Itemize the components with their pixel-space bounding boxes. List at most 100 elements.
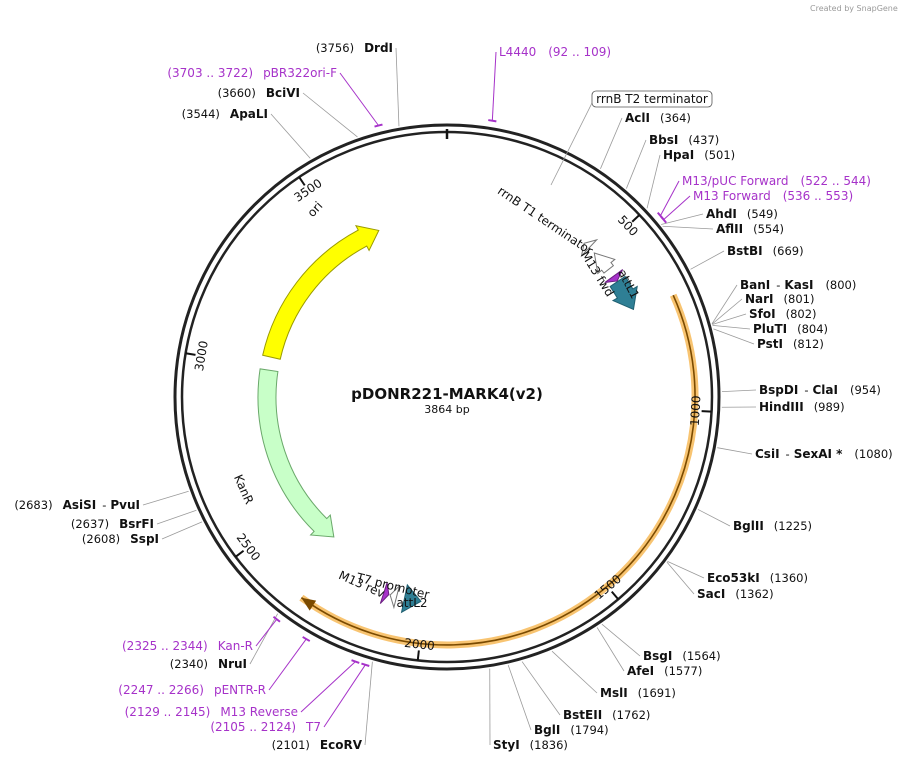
enzyme-msli: MslI(1691) (600, 686, 676, 700)
primer-mark (272, 615, 281, 623)
enzyme-bsteii: BstEII(1762) (563, 708, 650, 722)
feature-attl1 (609, 275, 638, 311)
enzyme-ecorv: (2101)EcoRV (272, 738, 363, 752)
svg-text:NarI(801): NarI(801) (745, 292, 814, 306)
enzyme-leader (596, 627, 625, 672)
insert-line (300, 294, 696, 646)
feature-m13-rev (379, 582, 390, 604)
svg-text:(3660)BciVI: (3660)BciVI (218, 86, 300, 100)
enzyme-bspdi: BspDI-ClaI(954) (759, 383, 881, 397)
svg-text:L4440(92 .. 109): L4440(92 .. 109) (499, 45, 611, 59)
enzyme-leader (161, 521, 203, 540)
enzyme-bani: BanI-KasI(800) (740, 278, 856, 292)
tick-2000 (416, 650, 420, 661)
enzyme-leader (601, 623, 641, 657)
primer-leader (268, 638, 307, 691)
primer-mark (374, 123, 383, 128)
enzyme-leader (661, 213, 704, 225)
backbone-outer-ring (173, 123, 721, 671)
primer-t7: (2105 .. 2124)T7 (210, 720, 321, 734)
svg-text:(2105 .. 2124)T7: (2105 .. 2124)T7 (210, 720, 321, 734)
enzyme-ahdi: AhdI(549) (706, 207, 778, 221)
svg-text:(2340)NruI: (2340)NruI (170, 657, 247, 671)
svg-text:Eco53kI(1360): Eco53kI(1360) (707, 571, 808, 585)
enzyme-styi: StyI(1836) (493, 738, 568, 752)
primer-leader (663, 195, 691, 220)
enzyme-leader (626, 139, 647, 189)
svg-text:StyI(1836): StyI(1836) (493, 738, 568, 752)
svg-text:(2247 .. 2266)pENTR-R: (2247 .. 2266)pENTR-R (118, 683, 266, 697)
svg-text:PluTI(804): PluTI(804) (753, 322, 828, 336)
enzyme-saci: SacI(1362) (697, 587, 774, 601)
enzyme-bcivi: (3660)BciVI (218, 86, 300, 100)
svg-text:(2637)BsrFI: (2637)BsrFI (71, 517, 154, 531)
enzyme-nrui: (2340)NruI (170, 657, 247, 671)
svg-text:(2325 .. 2344)Kan-R: (2325 .. 2344)Kan-R (122, 639, 253, 653)
enzyme-sspi: (2608)SspI (82, 532, 159, 546)
primer-l4440: L4440(92 .. 109) (499, 45, 611, 59)
tick-label-1000: 1000 (688, 395, 704, 426)
enzyme-sfoi: SfoI(802) (749, 307, 817, 321)
svg-text:SacI(1362): SacI(1362) (697, 587, 774, 601)
enzyme-aflii: AflII(554) (716, 222, 784, 236)
svg-text:SfoI(802): SfoI(802) (749, 307, 817, 321)
feature-t7-promoter (389, 584, 401, 610)
enzyme-afei: AfeI(1577) (627, 664, 702, 678)
enzyme-nari: NarI(801) (745, 292, 814, 306)
enzyme-leader (711, 298, 743, 325)
tick-3000 (185, 352, 196, 356)
svg-text:(3544)ApaLI: (3544)ApaLI (182, 107, 268, 121)
svg-text:CsiI-SexAI *(1080): CsiI-SexAI *(1080) (755, 447, 893, 461)
feature-ori (262, 224, 380, 360)
primer-m13-forward: M13 Forward(536 .. 553) (693, 189, 853, 203)
svg-text:BbsI(437): BbsI(437) (649, 133, 719, 147)
credit-text: Created by SnapGene (810, 4, 898, 13)
primer-mark (488, 119, 497, 123)
primer-m13-puc-forward: M13/pUC Forward(522 .. 544) (682, 174, 871, 188)
svg-text:(2683)AsiSI-PvuI: (2683)AsiSI-PvuI (14, 498, 140, 512)
svg-text:BglII(1225): BglII(1225) (733, 519, 812, 533)
enzyme-leader (364, 661, 373, 746)
svg-text:(2129 .. 2145)M13 Reverse: (2129 .. 2145)M13 Reverse (125, 705, 298, 719)
feature-rrnb-t1 (593, 252, 616, 275)
svg-text:AhdI(549): AhdI(549) (706, 207, 778, 221)
svg-text:AclI(364): AclI(364) (625, 111, 691, 125)
enzyme-leader (600, 117, 623, 169)
enzyme-leader (713, 328, 755, 345)
svg-text:BanI-KasI(800): BanI-KasI(800) (740, 278, 856, 292)
enzyme-eco53ki: Eco53kI(1360) (707, 571, 808, 585)
feature-attl2 (400, 583, 422, 614)
enzyme-leader (697, 509, 731, 527)
primer-leader (491, 51, 497, 121)
svg-text:BspDI-ClaI(954): BspDI-ClaI(954) (759, 383, 881, 397)
primer-leader (659, 180, 680, 216)
primer-leader (339, 72, 379, 126)
primer-m13-reverse: (2129 .. 2145)M13 Reverse (125, 705, 298, 719)
feature-label-ori: ori (305, 199, 326, 220)
enzyme-leader (721, 389, 757, 393)
insert-arrowhead (301, 597, 317, 611)
svg-text:BglI(1794): BglI(1794) (534, 723, 609, 737)
enzyme-leader (712, 313, 747, 325)
enzyme-asisi: (2683)AsiSI-PvuI (14, 498, 140, 512)
enzyme-bstbi: BstBI(669) (727, 244, 804, 258)
enzyme-leader (507, 664, 532, 731)
enzyme-leader (521, 661, 561, 716)
svg-text:HpaI(501): HpaI(501) (663, 148, 735, 162)
plasmid-size: 3864 bp (424, 403, 469, 416)
primer-pbr322ori-f: (3703 .. 3722)pBR322ori-F (167, 66, 337, 80)
svg-text:(3756)DrdI: (3756)DrdI (316, 41, 393, 55)
enzyme-hpai: HpaI(501) (663, 148, 735, 162)
primer-kan-r: (2325 .. 2344)Kan-R (122, 639, 253, 653)
tick-1500 (610, 590, 619, 600)
svg-text:M13/pUC Forward(522 .. 544): M13/pUC Forward(522 .. 544) (682, 174, 871, 188)
tick-2500 (234, 549, 245, 558)
enzyme-leader (551, 650, 598, 694)
feature-label-rrnb-t2: rrnB T2 terminator (596, 92, 708, 106)
enzyme-bglii: BglII(1225) (733, 519, 812, 533)
enzyme-leader (395, 47, 400, 127)
tick-label-2000: 2000 (404, 636, 436, 653)
svg-text:M13 Forward(536 .. 553): M13 Forward(536 .. 553) (693, 189, 853, 203)
enzyme-leader (711, 284, 738, 324)
